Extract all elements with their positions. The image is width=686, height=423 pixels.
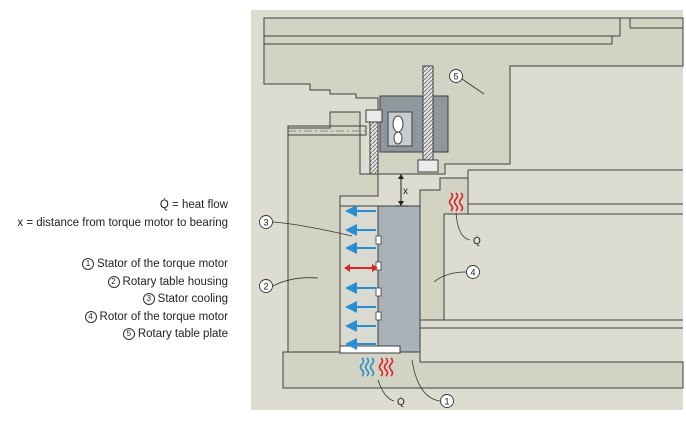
heat-flow-arrow (344, 264, 378, 272)
callout-1: 1 (440, 394, 454, 408)
rotary-table-plate (263, 17, 684, 175)
legend-number: 3 (142, 293, 155, 305)
callout-5: 5 (449, 69, 463, 83)
callout-2: 2 (259, 279, 273, 293)
legend-item-label: Rotor of the torque motor (99, 310, 228, 323)
callout-3-number: 3 (263, 218, 268, 228)
callout-1-number: 1 (444, 397, 449, 407)
bearing-rollers (392, 115, 404, 145)
heat-flow-definition: Q̇ = heat flow (159, 199, 228, 211)
distance-label: x (403, 186, 408, 197)
bolt-right (422, 65, 434, 173)
legend-number: 5 (122, 328, 135, 340)
legend-number: 2 (107, 275, 120, 288)
leader-lines (272, 78, 485, 402)
legend-number: 1 (81, 258, 94, 270)
right-lower-lines (420, 319, 683, 329)
stator-left-strip (339, 205, 379, 353)
horizontal-shaft (287, 125, 367, 136)
distance-definition: x = distance from torque motor to bearin… (17, 216, 228, 229)
torque-motor-stator (377, 205, 421, 353)
heat-waves-bottom-red (378, 357, 394, 377)
heat-waves-right (448, 192, 464, 212)
callout-2-number: 2 (263, 282, 268, 292)
legend-item-label: Stator cooling (157, 293, 228, 305)
stator-teeth (375, 235, 382, 321)
cooling-arrows (345, 205, 376, 350)
legend-definitions: Q̇ = heat flow x = distance from torque … (17, 197, 228, 232)
legend-number: 4 (84, 310, 97, 323)
callout-4-number: 4 (470, 268, 475, 278)
heat-waves-bottom-blue (359, 357, 375, 377)
legend-item-label: Rotary table housing (122, 275, 228, 288)
callout-5-number: 5 (453, 72, 458, 82)
plate-step-lines (264, 18, 683, 45)
callout-3: 3 (259, 215, 273, 229)
stator-bottom-cap (339, 345, 401, 354)
bolt-right-head (417, 159, 439, 173)
distance-dimension-line (395, 174, 408, 207)
right-plate-stack (467, 169, 683, 215)
heat-flow-label-right: Q̇ (473, 234, 481, 247)
legend-item-label: Stator of the torque motor (96, 258, 228, 270)
legend-item-label: Rotary table plate (137, 328, 228, 340)
heat-flow-label-bottom: Q̇ (397, 395, 405, 408)
callout-4: 4 (466, 265, 480, 279)
bolt-left-head (365, 109, 383, 123)
